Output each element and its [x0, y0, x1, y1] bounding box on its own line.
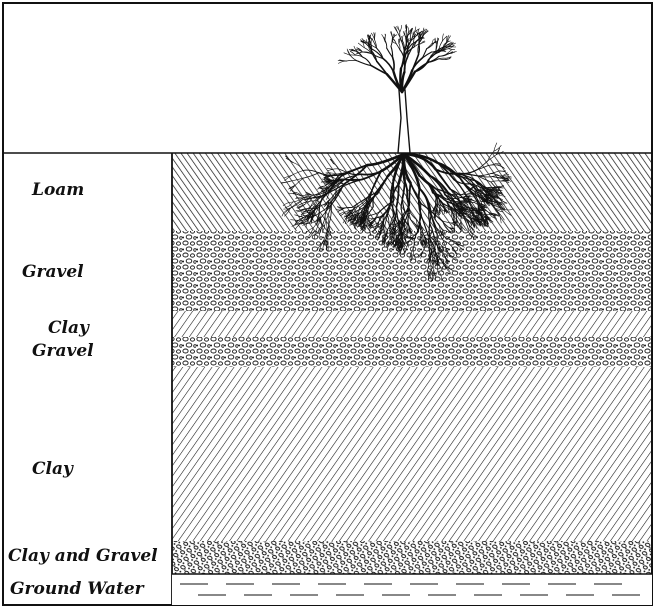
label-loam: Loam	[31, 180, 84, 200]
label-clay-and-gravel: Clay and Gravel	[8, 546, 158, 566]
stratum-ground-water	[172, 574, 652, 605]
label-ground-water: Ground Water	[10, 579, 145, 599]
stratum-clay-and-gravel	[172, 541, 652, 574]
stratum-clay-gravel-pebbles	[172, 337, 652, 367]
label-gravel: Gravel	[22, 262, 84, 282]
stratum-clay	[172, 367, 652, 541]
stratum-clay-gravel-hatch	[172, 311, 652, 337]
label-clay-gravel-line2: Gravel	[32, 341, 94, 361]
stratum-gravel	[172, 231, 652, 311]
label-clay-gravel-line1: Clay	[48, 318, 90, 338]
label-clay: Clay	[32, 459, 74, 479]
